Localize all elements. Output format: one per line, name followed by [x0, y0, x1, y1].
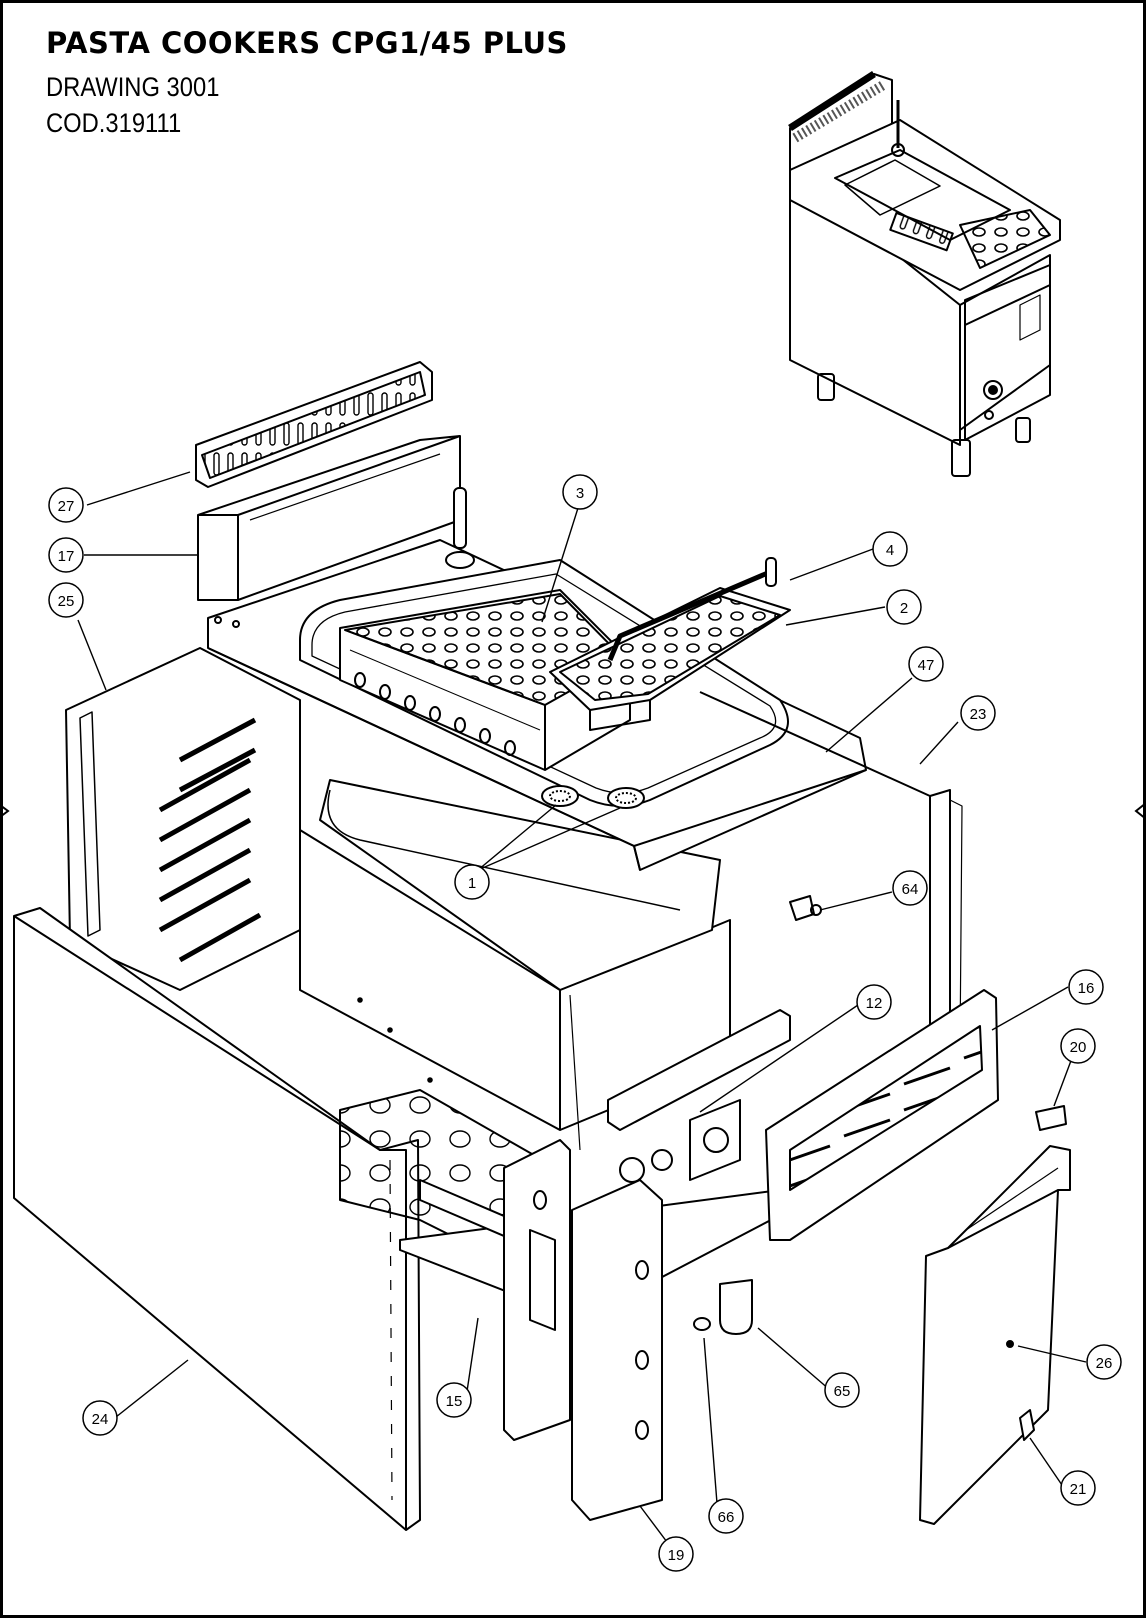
drawing-number: DRAWING 3001: [46, 72, 220, 102]
callout-21: 21: [1060, 1470, 1096, 1506]
callout-1: 1: [454, 864, 490, 900]
drawing-title: PASTA COOKERS CPG1/45 PLUS: [46, 26, 568, 60]
callout-19: 19: [658, 1536, 694, 1572]
callout-3-label: 3: [576, 485, 584, 502]
callout-12-label: 12: [866, 995, 883, 1012]
callout-17-label: 17: [58, 548, 75, 565]
callout-23: 23: [960, 695, 996, 731]
callout-21-label: 21: [1070, 1481, 1087, 1498]
callout-65: 65: [824, 1372, 860, 1408]
gas-valve-assembly: [619, 1099, 741, 1183]
callout-20: 20: [1060, 1028, 1096, 1064]
part-26-right-door: [919, 1145, 1071, 1525]
callout-64: 64: [892, 870, 928, 906]
callout-12: 12: [856, 984, 892, 1020]
part-20-bracket: [1035, 1105, 1067, 1131]
callout-19-label: 19: [668, 1547, 685, 1564]
callout-2: 2: [886, 589, 922, 625]
part-19-upright: [503, 1139, 663, 1521]
callout-24-label: 24: [92, 1411, 109, 1428]
callout-16: 16: [1068, 969, 1104, 1005]
callout-2-label: 2: [900, 600, 908, 617]
callout-27-label: 27: [58, 498, 75, 515]
part-21-hinge: [1019, 1409, 1035, 1441]
part-65-drain-tap: [719, 1279, 753, 1335]
part-1-drain-filters: [541, 785, 645, 809]
callout-64-label: 64: [902, 881, 919, 898]
part-64-pilot: [789, 895, 822, 921]
assembled-cooker-view: [788, 71, 1061, 477]
callout-20-label: 20: [1070, 1039, 1087, 1056]
callout-17: 17: [48, 537, 84, 573]
callout-24: 24: [82, 1400, 118, 1436]
part-16-front-panel: [765, 989, 999, 1241]
callout-4: 4: [872, 531, 908, 567]
callout-66: 66: [708, 1498, 744, 1534]
part-66-knob: [693, 1317, 711, 1331]
callout-26: 26: [1086, 1344, 1122, 1380]
callout-65-label: 65: [834, 1383, 851, 1400]
leader-lines: [77, 471, 1087, 1555]
callout-47-label: 47: [918, 657, 935, 674]
callout-23-label: 23: [970, 706, 987, 723]
callout-3: 3: [562, 474, 598, 510]
part-25-left-panel: [65, 647, 301, 991]
callout-15-label: 15: [446, 1393, 463, 1410]
part-27-grille: [195, 361, 433, 488]
part-2-small-basket: [549, 587, 791, 731]
part-4-handle: [607, 557, 777, 661]
right-arrow-mark: [1134, 802, 1146, 820]
left-arrow-mark: [0, 804, 10, 818]
product-code: COD.319111: [46, 108, 182, 138]
callout-25: 25: [48, 582, 84, 618]
callout-1-label: 1: [468, 875, 476, 892]
callout-15: 15: [436, 1382, 472, 1418]
callout-26-label: 26: [1096, 1355, 1113, 1372]
thermostat-probe: [445, 487, 475, 569]
callout-16-label: 16: [1078, 980, 1095, 997]
callout-4-label: 4: [886, 542, 894, 559]
callout-66-label: 66: [718, 1509, 735, 1526]
callout-27: 27: [48, 487, 84, 523]
part-12-front-bar: [607, 1009, 791, 1131]
callout-47: 47: [908, 646, 944, 682]
callout-25-label: 25: [58, 593, 75, 610]
